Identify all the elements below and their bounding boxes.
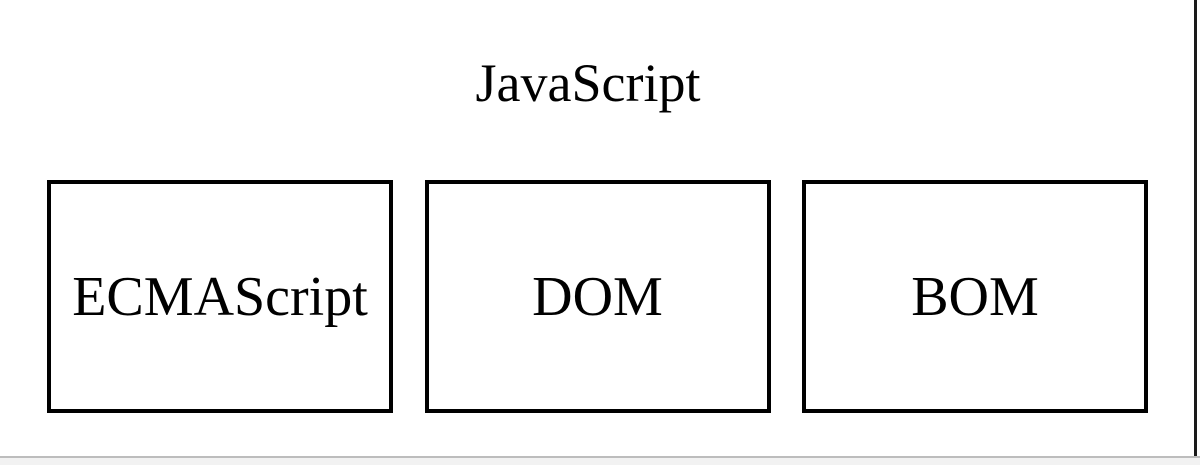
diagram-title: JavaScript: [475, 53, 701, 113]
box-ecmascript: ECMAScript: [47, 180, 393, 413]
box-bom-label: BOM: [911, 265, 1039, 328]
box-ecmascript-label: ECMAScript: [72, 265, 368, 328]
bottom-rule: [0, 456, 1200, 458]
right-edge-line: [1194, 0, 1197, 456]
bottom-band: [0, 458, 1200, 465]
box-dom: DOM: [424, 180, 771, 413]
box-bom: BOM: [802, 180, 1148, 413]
boxes-row: ECMAScript DOM BOM: [47, 180, 1148, 413]
box-dom-label: DOM: [532, 265, 663, 328]
